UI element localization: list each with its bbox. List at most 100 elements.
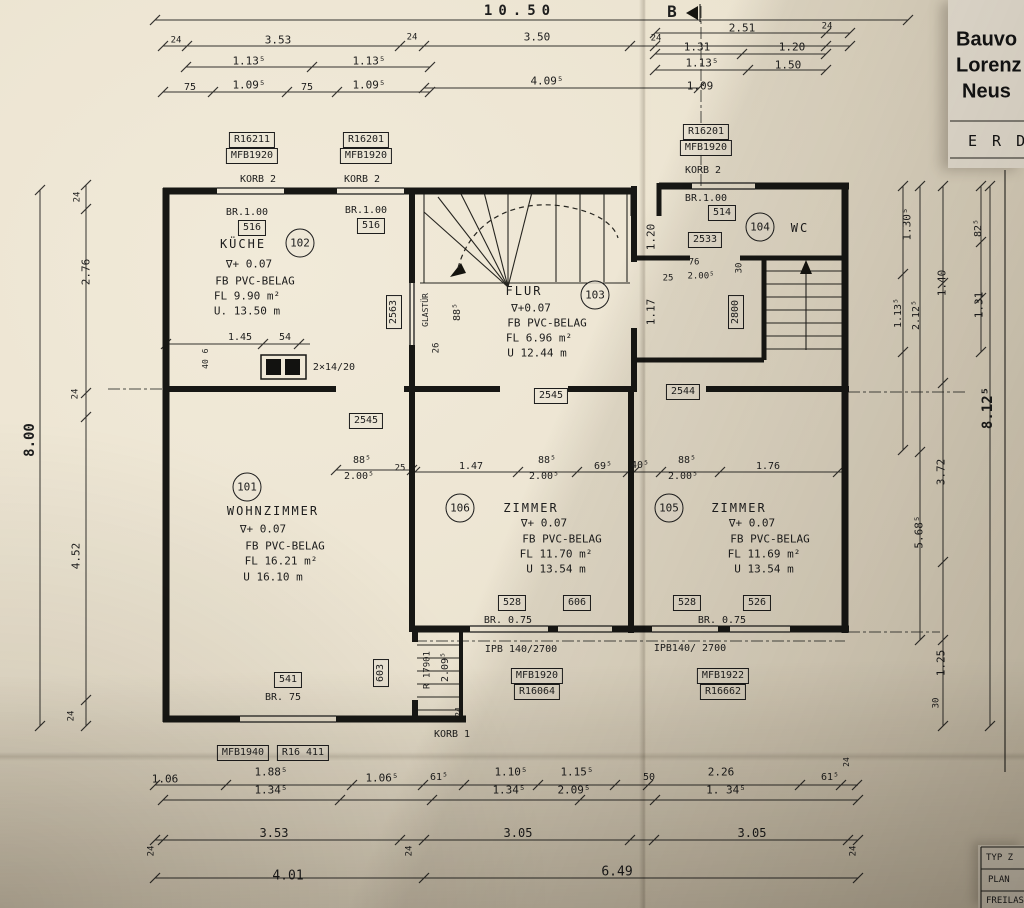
plan-text: BR.1.00 [344, 205, 388, 216]
plan-text: 1.25 [934, 649, 948, 677]
room-number: 106 [445, 493, 475, 523]
plan-text: 2.51 [728, 21, 756, 35]
room-number: 103 [580, 280, 610, 310]
plan-text: 24 [821, 21, 833, 32]
plan-text: 3.05 [503, 826, 533, 840]
plan-text: 54 [278, 332, 292, 343]
title-block-sheet [948, 0, 1024, 168]
plan-text: 1.31 [972, 291, 986, 319]
plan-text: 40⁵ [630, 460, 650, 471]
plan-text: FB PVC-BELAG [215, 274, 295, 288]
plan-text: U 13.54 m [734, 562, 794, 576]
plan-text: FL 6.96 m² [505, 331, 573, 345]
plan-text: FL 11.70 m² [519, 547, 593, 561]
plan-text: 75 [183, 82, 197, 93]
plan-text: 5.68⁵ [912, 515, 926, 549]
plan-text: U 12.44 m [507, 346, 567, 360]
component-tag: MFB1920 [225, 148, 279, 164]
plan-text: 1.34⁵ [492, 783, 526, 797]
plan-text: 24 [848, 845, 859, 857]
plan-text: ∇+ 0.07 [520, 516, 568, 530]
plan-text: 24 [66, 710, 77, 722]
corner-table-row: TYP Z [986, 853, 1014, 863]
plan-text: BR.1.00 [684, 193, 728, 204]
plan-text: 2.26 [707, 765, 735, 779]
component-tag: 2545 [348, 413, 384, 429]
room-number: 104 [745, 212, 775, 242]
plan-text: 1.09 [686, 79, 714, 93]
plan-text: FL 11.69 m² [727, 547, 801, 561]
plan-text: 6 [201, 348, 210, 354]
plan-text: ZIMMER [711, 501, 767, 515]
plan-text: KORB 2 [343, 174, 381, 185]
component-tag: 2544 [665, 384, 701, 400]
plan-text: 24 [650, 33, 662, 44]
plan-text: 88⁵ [677, 455, 697, 466]
titleblock-line3: Neus [962, 80, 1011, 103]
plan-text: R 17901 [422, 651, 433, 689]
plan-text: FLUR [505, 284, 543, 298]
component-tag: 516 [356, 218, 386, 234]
plan-text: 76 [688, 257, 700, 268]
plan-text: 1.88⁵ [254, 765, 288, 779]
component-tag: R16201 [682, 124, 730, 140]
plan-text: 2.00⁵ [528, 471, 560, 482]
plan-text: 3.50 [523, 30, 551, 44]
plan-text: U 16.10 m [243, 570, 303, 584]
plan-text: 2.09⁵ [557, 783, 591, 797]
plan-text: 1.50 [774, 58, 802, 72]
corner-table-row: FREILAS [986, 896, 1024, 906]
plan-text: 4.52 [69, 542, 83, 570]
plan-text: 1.15⁵ [560, 765, 594, 779]
plan-text: 10.50 [483, 3, 557, 19]
plan-text: FL 9.90 m² [213, 289, 281, 303]
plan-text: 24 [170, 35, 182, 46]
component-tag: 526 [742, 595, 772, 611]
plan-text: 1.17 [644, 298, 658, 326]
plan-text: FL 16.21 m² [244, 554, 318, 568]
plan-text: 1.09⁵ [352, 78, 386, 92]
plan-text: 24 [70, 388, 81, 400]
component-tag: R16 411 [276, 745, 330, 761]
plan-text: 88⁵ [537, 455, 557, 466]
plan-text: BR. 0.75 [697, 615, 747, 626]
plan-text: FB PVC-BELAG [522, 532, 602, 546]
plan-text: 61⁵ [820, 772, 840, 783]
component-tag: 2533 [687, 232, 723, 248]
plan-text: 8.12⁵ [980, 386, 996, 430]
plan-text: 3.53 [264, 33, 292, 47]
component-tag: R16211 [228, 132, 276, 148]
plan-text: 24 [146, 845, 157, 857]
plan-text: BR. 0.75 [483, 615, 533, 626]
plan-text: 1.13⁵ [232, 54, 266, 68]
corner-table-sheet [978, 845, 1024, 908]
plan-text: GLASTÜR [421, 293, 430, 327]
component-tag: 528 [497, 595, 527, 611]
titleblock-line1: Bauvo [956, 28, 1018, 51]
plan-text: IPB 140/2700 [484, 644, 558, 655]
plan-text: 1. 34⁵ [706, 783, 746, 797]
plan-text: 88⁵ [452, 302, 463, 322]
plan-text: ∇+ 0.07 [239, 522, 287, 536]
plan-text: 82⁵ [973, 218, 984, 238]
component-tag: MFB1920 [510, 668, 564, 684]
plan-text: FB PVC-BELAG [245, 539, 325, 553]
plan-text: ∇+ 0.07 [225, 257, 273, 271]
plan-text: 88⁵ [352, 455, 372, 466]
plan-text: 1.13⁵ [893, 297, 904, 329]
plan-text: KORB 2 [239, 174, 277, 185]
component-tag: R16662 [699, 684, 747, 700]
plan-text: 2.00⁵ [687, 271, 715, 282]
plan-text: 1.06⁵ [365, 771, 399, 785]
plan-text: 2.00⁵ [667, 471, 699, 482]
plan-text: 4.09⁵ [530, 74, 564, 88]
component-tag: 541 [273, 672, 303, 688]
plan-text: IPB140/ 2700 [653, 643, 727, 654]
plan-text: 24 [406, 32, 418, 43]
component-tag: 516 [237, 220, 267, 236]
component-tag: MFB1922 [696, 668, 750, 684]
plan-text: 24 [454, 707, 463, 717]
plan-text: KORB 2 [684, 165, 722, 176]
